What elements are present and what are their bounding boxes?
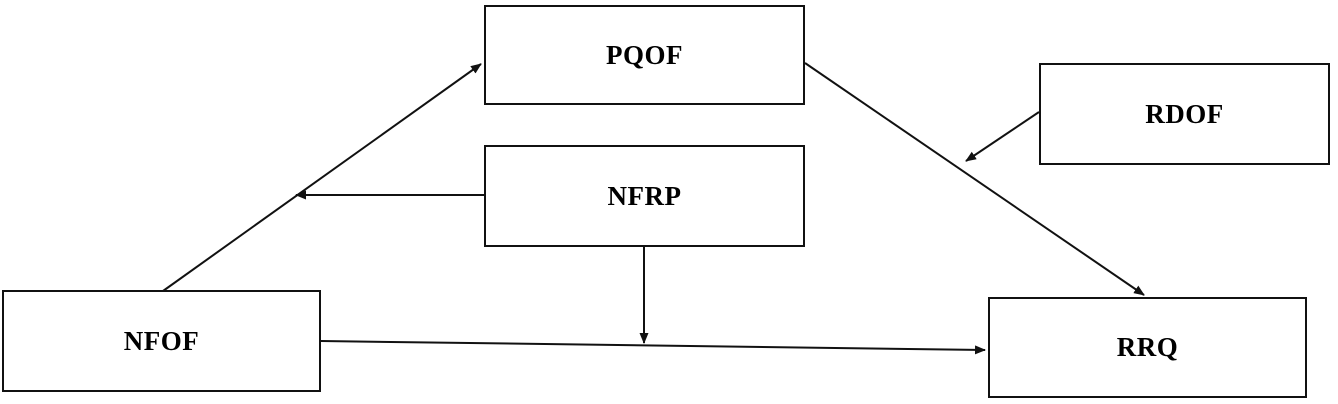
edge-nfof-to-rrq	[320, 340, 986, 355]
node-rrq-label: RRQ	[1116, 332, 1179, 362]
node-pqof-label: PQOF	[606, 39, 683, 70]
node-nfrp-label: NFRP	[607, 180, 682, 211]
node-nfof[interactable]: NFOF	[2, 290, 321, 392]
edge-rdof-to-pqof-rrq-path	[965, 111, 1040, 162]
edge-nfof-to-pqof	[162, 63, 482, 292]
node-nfrp[interactable]: NFRP	[484, 145, 805, 247]
node-rrq[interactable]: RRQ	[988, 297, 1307, 398]
node-rdof-label: RDOF	[1145, 98, 1224, 129]
node-pqof[interactable]: PQOF	[484, 5, 805, 105]
node-nfof-label: NFOF	[123, 325, 200, 356]
node-rdof[interactable]: RDOF	[1039, 63, 1330, 165]
